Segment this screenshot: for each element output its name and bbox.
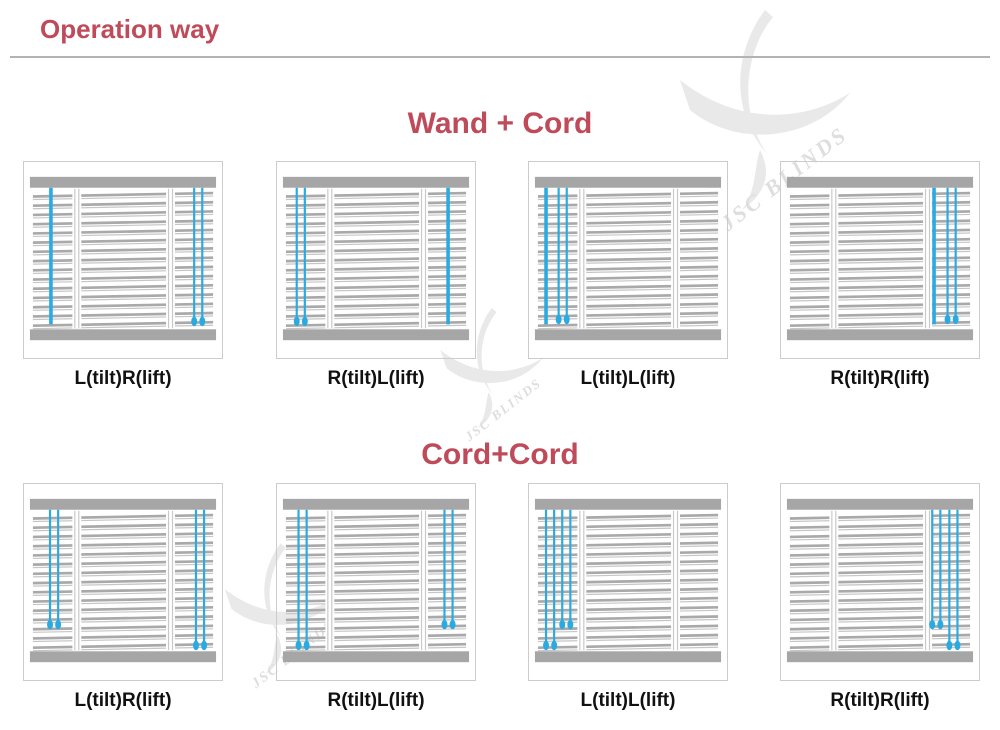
blind-diagram-cell: R(tilt)R(lift): [780, 161, 980, 390]
cord-tassel: [201, 640, 208, 651]
blind-label: R(tilt)L(lift): [327, 368, 425, 389]
ladder-gap: [923, 510, 932, 651]
ladder-gap: [577, 510, 587, 651]
blind-label: L(tilt)R(lift): [74, 690, 172, 711]
ladder-gap: [923, 188, 932, 329]
bottom-rail: [29, 329, 217, 341]
cord-tassel: [563, 314, 570, 325]
cord-tassel: [449, 619, 456, 630]
blind-diagram-cell: L(tilt)L(lift): [528, 483, 728, 712]
bottom-rail: [29, 651, 217, 663]
cord-tassel: [303, 640, 310, 651]
cord-tassel: [301, 316, 308, 327]
cord-tassel: [199, 316, 206, 327]
ladder-gap: [829, 188, 839, 329]
ladder-gap: [325, 510, 335, 651]
ladder-gap: [419, 510, 428, 651]
cord-tassel: [937, 619, 944, 630]
cord-tassel: [191, 316, 198, 327]
cord-tassel: [954, 640, 961, 651]
section-title-cord-cord: Cord+Cord: [421, 438, 579, 471]
blind-diagram-cell: R(tilt)R(lift): [780, 483, 980, 712]
ladder-gap: [72, 510, 82, 651]
cord-tassel: [293, 316, 300, 327]
section-title-wand-cord: Wand + Cord: [407, 107, 593, 140]
blind-graphic: [534, 498, 722, 663]
ladder-gap: [671, 510, 680, 651]
top-rail: [534, 498, 722, 510]
bottom-rail: [534, 651, 722, 663]
cord-tassel: [567, 619, 574, 630]
blind-box: [528, 161, 728, 359]
blind-diagram-cell: R(tilt)L(lift): [276, 161, 476, 390]
blind-box: [23, 483, 223, 681]
ladder-gap: [166, 510, 175, 651]
page-title: Operation way: [40, 14, 220, 44]
cord-tassel: [946, 640, 953, 651]
cord-tassel: [551, 640, 558, 651]
bottom-rail: [786, 329, 974, 341]
blind-box: [780, 161, 980, 359]
blind-label: R(tilt)R(lift): [830, 368, 930, 389]
blind-graphic: [534, 176, 722, 341]
ladder-gap: [72, 188, 82, 329]
cord-tassel: [559, 619, 566, 630]
cord-tassel: [952, 314, 959, 325]
cord-tassel: [555, 314, 562, 325]
bottom-rail: [282, 329, 470, 341]
top-rail: [786, 176, 974, 188]
cord-tassel: [55, 619, 62, 630]
blind-graphic: [786, 498, 974, 663]
blind-graphic: [29, 498, 217, 663]
blind-box: [276, 483, 476, 681]
cord-tassel: [543, 640, 549, 651]
blind-graphic: [29, 176, 217, 341]
blind-label: L(tilt)L(lift): [580, 368, 676, 389]
blind-diagram-cell: L(tilt)R(lift): [23, 483, 223, 712]
bottom-rail: [534, 329, 722, 341]
top-rail: [534, 176, 722, 188]
blind-box: [276, 161, 476, 359]
blind-diagram-cell: R(tilt)L(lift): [276, 483, 476, 712]
blind-box: [780, 483, 980, 681]
blind-label: L(tilt)R(lift): [74, 368, 172, 389]
top-rail: [786, 498, 974, 510]
blind-label: L(tilt)L(lift): [580, 690, 676, 711]
blind-box: [23, 161, 223, 359]
top-rail: [29, 176, 217, 188]
ladder-gap: [166, 188, 175, 329]
ladder-gap: [829, 510, 839, 651]
cord-tassel: [295, 640, 302, 651]
blind-graphic: [282, 176, 470, 341]
cord-tassel: [192, 640, 199, 651]
blind-graphic: [786, 176, 974, 341]
top-rail: [29, 498, 217, 510]
bottom-rail: [786, 651, 974, 663]
top-rail: [282, 498, 470, 510]
ladder-gap: [671, 188, 680, 329]
ladder-gap: [419, 188, 428, 329]
blind-label: R(tilt)L(lift): [327, 690, 425, 711]
blind-diagram-cell: L(tilt)R(lift): [23, 161, 223, 390]
ladder-gap: [577, 188, 587, 329]
cord-tassel: [944, 314, 951, 325]
cord-tassel: [441, 619, 448, 630]
cord-tassel: [47, 619, 54, 630]
bottom-rail: [282, 651, 470, 663]
header-divider: [10, 56, 990, 58]
blind-graphic: [282, 498, 470, 663]
blind-label: R(tilt)R(lift): [830, 690, 930, 711]
top-rail: [282, 176, 470, 188]
ladder-gap: [325, 188, 335, 329]
cord-tassel: [929, 619, 936, 630]
blind-box: [528, 483, 728, 681]
blind-diagram-cell: L(tilt)L(lift): [528, 161, 728, 390]
